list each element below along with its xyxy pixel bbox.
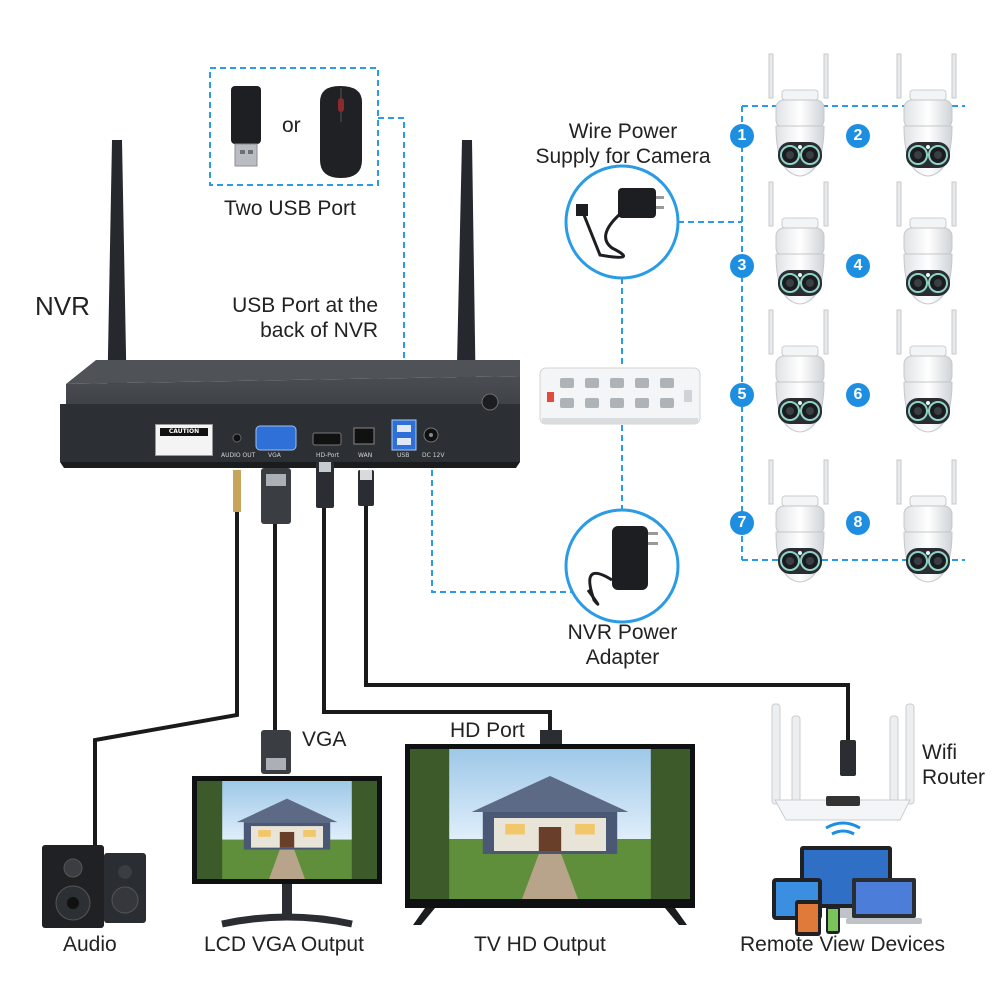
hd-cable (322, 503, 552, 740)
audio-cable (93, 510, 239, 847)
usb-link-line (378, 117, 405, 420)
usb-stick (231, 86, 261, 167)
cable-connectors (233, 462, 856, 776)
remote-view-devices-label: Remote View Devices (740, 933, 946, 956)
port-label-hd: HD-Port (316, 452, 340, 459)
nvr-power-link-line (431, 430, 575, 593)
power-strip (539, 367, 701, 425)
camera-6 (896, 309, 957, 433)
camera-8 (896, 459, 957, 583)
camera-7 (768, 459, 829, 583)
nvr-adapter-label-line-1: NVR Power (567, 621, 678, 644)
nvr-adapter-label-line-2: Adapter (585, 646, 660, 669)
hd-port-label: HD Port (450, 719, 525, 742)
nvr-label: NVR (35, 291, 90, 321)
lcd-vga-output-label: LCD VGA Output (204, 933, 364, 956)
wire-power-label-line-1: Wire Power (568, 120, 678, 143)
audio-label: Audio (63, 933, 117, 956)
port-label-dc: DC 12V (422, 452, 445, 459)
usb-devices-box (209, 67, 379, 186)
wire-power-label-line-2: Supply for Camera (535, 145, 711, 168)
wifi-router-label: Wifi Router (922, 740, 992, 790)
camera-number-badge: 5 (730, 383, 754, 407)
wire-power-label: Wire Power Supply for Camera (520, 119, 726, 169)
mouse (320, 86, 362, 178)
port-label-usb: USB (397, 452, 410, 459)
nvr-box (60, 360, 520, 468)
usb-back-label-line-2: back of NVR (260, 319, 378, 342)
usb-back-label: USB Port at the back of NVR (210, 293, 378, 343)
camera-4 (896, 181, 957, 305)
wifi-router-label-line-2: Router (922, 766, 986, 789)
camera-1 (768, 53, 829, 177)
tv-hd-output-label: TV HD Output (474, 933, 606, 956)
usb-back-label-line-1: USB Port at the (232, 294, 378, 317)
camera-number-badge: 3 (730, 254, 754, 278)
caution-title: CAUTION (160, 428, 208, 436)
two-usb-port-label: Two USB Port (224, 197, 356, 220)
camera-number-badge: 2 (846, 124, 870, 148)
camera-2 (896, 53, 957, 177)
camera-number-badge: 6 (846, 383, 870, 407)
port-label-audio-out: AUDIO OUT (221, 452, 256, 459)
remote-devices (772, 846, 922, 936)
port-label-wan: WAN (358, 452, 373, 459)
camera-number-badge: 7 (730, 511, 754, 535)
camera-number-badge: 8 (846, 511, 870, 535)
audio-speakers (42, 845, 146, 928)
camera-number-badge: 4 (846, 254, 870, 278)
wifi-router-label-line-1: Wifi (922, 741, 957, 764)
lcd-monitor (192, 776, 382, 928)
lan-cable (364, 503, 850, 747)
camera-5 (768, 309, 829, 433)
nvr-power-adapter (564, 508, 680, 624)
output-cables (93, 503, 850, 847)
camera-number-badge: 1 (730, 124, 754, 148)
wifi-router (771, 703, 915, 836)
wire-power-supply (564, 164, 680, 280)
vga-label: VGA (302, 728, 347, 751)
tv (405, 744, 695, 925)
camera-3 (768, 181, 829, 305)
nvr-adapter-label: NVR Power Adapter (540, 620, 705, 670)
or-label: or (282, 114, 301, 137)
caution-sticker: CAUTION (155, 424, 213, 456)
port-label-vga: VGA (268, 452, 281, 459)
